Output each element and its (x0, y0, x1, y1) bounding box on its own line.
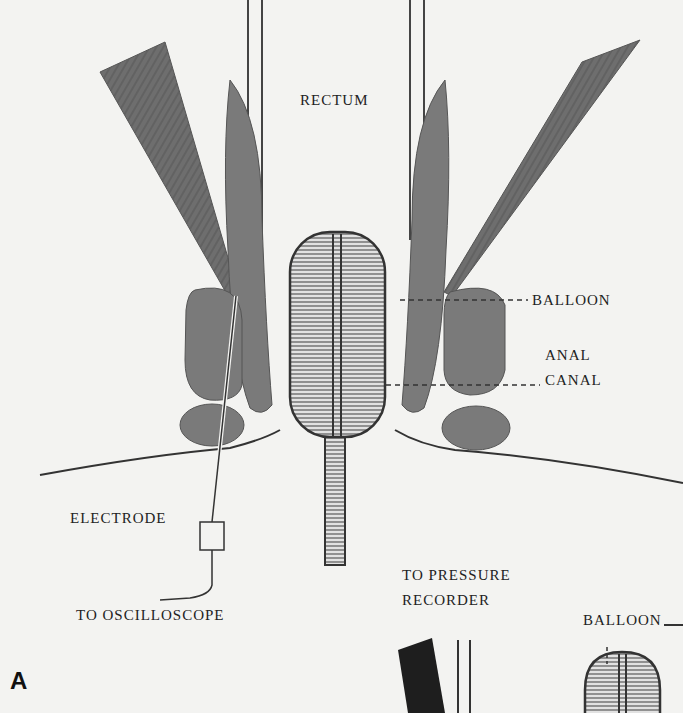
external-sphincter (444, 288, 505, 395)
balloon-core (332, 234, 334, 436)
skin-line (395, 430, 683, 483)
destination-label: TO PRESSURE RECORDER (402, 563, 532, 613)
external-sphincter-subcutaneous (442, 406, 510, 450)
balloon-core (625, 654, 627, 713)
part-label: BALLOON (532, 288, 642, 313)
leader-line (606, 647, 608, 664)
rectal-wall-line (409, 0, 411, 240)
balloon-core (618, 654, 620, 713)
electrode-hub (200, 522, 224, 550)
electrode-needle (212, 296, 236, 522)
external-sphincter-subcutaneous (180, 404, 244, 446)
leader-line (400, 299, 528, 301)
leader-line (386, 384, 540, 386)
edge-mark (664, 624, 683, 626)
skin-line (40, 430, 280, 475)
levator-muscle (398, 638, 445, 713)
balloon (585, 652, 660, 713)
part-label: BALLOON (583, 608, 681, 633)
electrode-needle (212, 296, 236, 522)
electrode-wire (160, 550, 212, 600)
figure-letter: A (10, 668, 50, 693)
balloon-core (340, 234, 342, 436)
region-label: RECTUM (300, 88, 410, 113)
part-label: ANAL CANAL (545, 343, 615, 393)
destination-label: TO OSCILLOSCOPE (76, 603, 226, 628)
rectal-wall-line (469, 640, 471, 713)
rectal-wall-line (457, 640, 459, 713)
levator-muscle (444, 40, 640, 296)
catheter-tube (325, 430, 345, 565)
balloon (290, 232, 385, 437)
part-label: ELECTRODE (70, 506, 200, 531)
levator-muscle (100, 42, 238, 296)
internal-sphincter (402, 80, 449, 412)
